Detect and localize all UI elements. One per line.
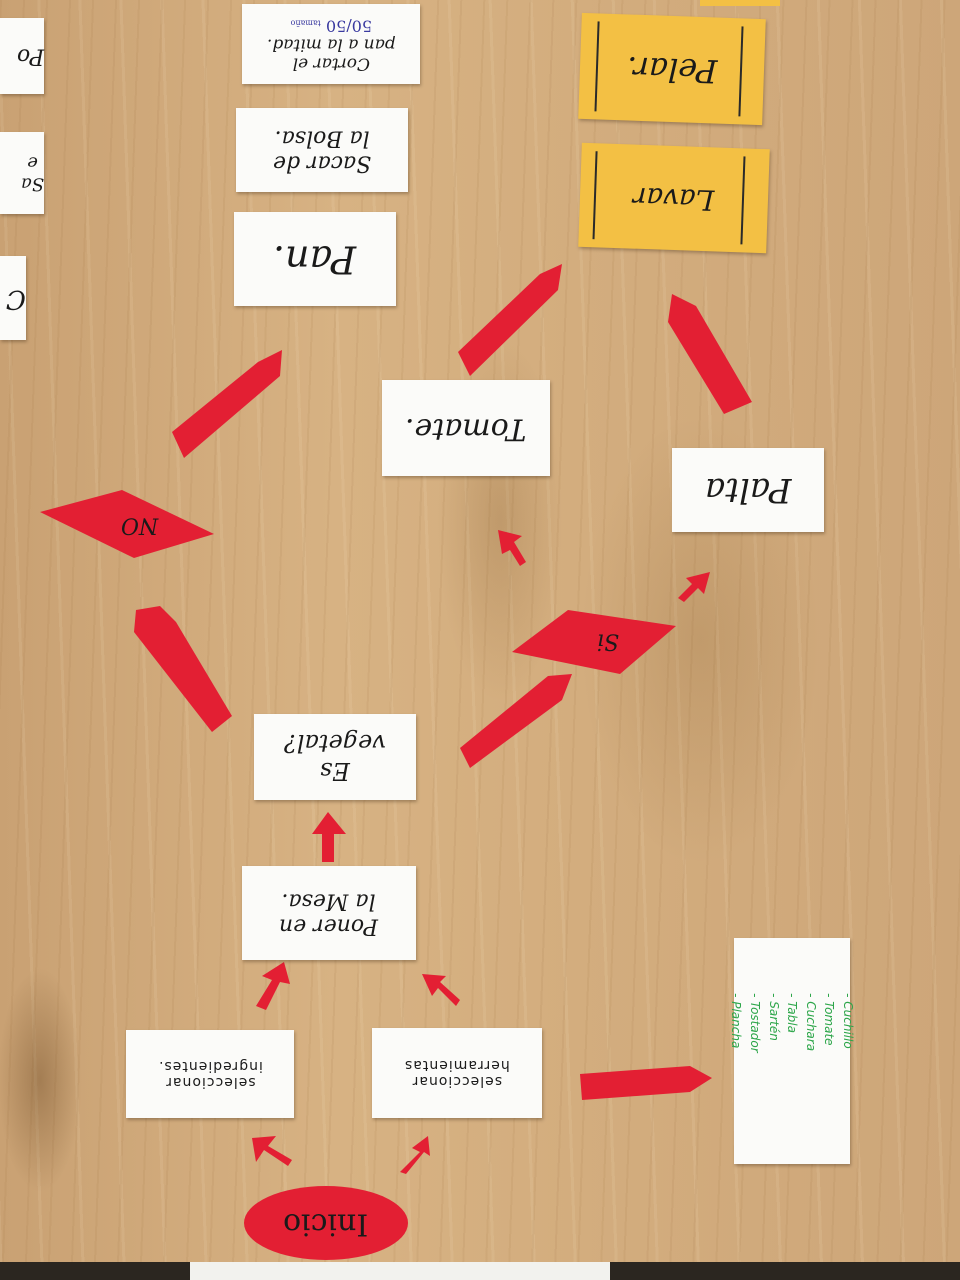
pan-card: Pan. (234, 212, 396, 306)
no-diamond (40, 490, 214, 558)
tool-item-3: - Cuchara (803, 993, 818, 1051)
lavar-note: Lavar (578, 142, 770, 254)
tool-item-2: - Tomate (822, 993, 837, 1046)
bottom-paper-sheet (190, 1262, 610, 1280)
arrow-herramientas-to-mesa (422, 974, 460, 1006)
edge-card-top-label: Po (16, 43, 44, 69)
herramientas-label: seleccionar herramientas (404, 1057, 510, 1090)
tool-list-card: - Cuchillo - Tomate - Cuchara - Tabla - … (730, 938, 855, 1164)
start-node: Inicio (244, 1186, 408, 1260)
palta-label: Palta (704, 470, 792, 511)
si-label-box: Si (578, 624, 638, 658)
pan-label: Pan. (273, 237, 357, 282)
sacar-bolsa-card: Sacar de la Bolsa. (236, 108, 408, 192)
arrow-mesa-to-vegetal (312, 812, 346, 862)
arrow-ingredientes-to-mesa (256, 962, 290, 1010)
palta-card: Palta (672, 448, 824, 532)
no-label-box: NO (100, 508, 180, 542)
tool-item-5: - Sartén (766, 993, 781, 1041)
arrow-vegetal-to-no (134, 606, 232, 732)
arrow-start-to-herramientas (400, 1136, 430, 1174)
edge-card-bottom-label: C (6, 283, 26, 314)
cortar-label: Cortar el pan a la mitad. (266, 34, 396, 74)
cortar-content: Cortar el pan a la mitad. 50/50 tamaño (266, 16, 396, 74)
ingredientes-card: seleccionar ingredientes. (126, 1030, 294, 1118)
cortar-note-ratio: 50/50 (325, 15, 372, 35)
arrow-palta-to-lavar (668, 294, 752, 414)
es-vegetal-label: Es vegetal? (284, 730, 386, 786)
cortar-card: Cortar el pan a la mitad. 50/50 tamaño (242, 4, 420, 84)
edge-card-middle-label: Sa e (20, 153, 44, 195)
tool-item-4: - Tabla (785, 993, 800, 1033)
arrow-si-to-tomate (498, 530, 526, 566)
lavar-label: Lavar (632, 180, 716, 217)
pelar-label: Pelar. (626, 48, 718, 90)
es-vegetal-card: Es vegetal? (254, 714, 416, 800)
pelar-line-left (594, 21, 600, 112)
arrow-start-to-ingredientes (252, 1136, 292, 1166)
si-label: Si (596, 628, 620, 654)
tomate-card: Tomate. (382, 380, 550, 476)
sacar-bolsa-label: Sacar de la Bolsa. (272, 125, 372, 176)
no-label: NO (121, 512, 159, 538)
edge-card-middle: Sa e (0, 132, 44, 214)
tool-item-1: - Cuchillo (841, 993, 856, 1049)
ingredientes-label: seleccionar ingredientes. (157, 1058, 263, 1091)
edge-card-top: Po (0, 18, 44, 94)
lavar-line-right (740, 156, 746, 245)
pelar-note: Pelar. (578, 12, 766, 126)
arrow-si-to-palta (678, 572, 710, 602)
tool-item-6: - Tostador (748, 993, 763, 1053)
herramientas-card: seleccionar herramientas (372, 1028, 542, 1118)
si-diamond (512, 610, 676, 674)
edge-card-bottom: C (0, 256, 26, 340)
yellow-note-edge (700, 0, 780, 6)
start-label: Inicio (283, 1206, 369, 1242)
tool-list: - Cuchillo - Tomate - Cuchara - Tabla - … (727, 993, 857, 1109)
arrow-no-to-pan (172, 350, 282, 458)
arrow-vegetal-to-si (460, 674, 572, 768)
lavar-line-left (592, 151, 598, 240)
poner-mesa-label: Poner en la Mesa. (279, 888, 379, 939)
arrow-tomate-to-pelar (458, 264, 562, 376)
cortar-note-small: tamaño (290, 17, 321, 27)
tool-item-7: - Plancha (729, 993, 744, 1049)
arrow-herramientas-to-list (580, 1066, 712, 1100)
poner-mesa-card: Poner en la Mesa. (242, 866, 416, 960)
cortar-note: 50/50 tamaño (290, 16, 372, 35)
tomate-label: Tomate. (405, 411, 527, 447)
pelar-line-right (738, 26, 744, 117)
